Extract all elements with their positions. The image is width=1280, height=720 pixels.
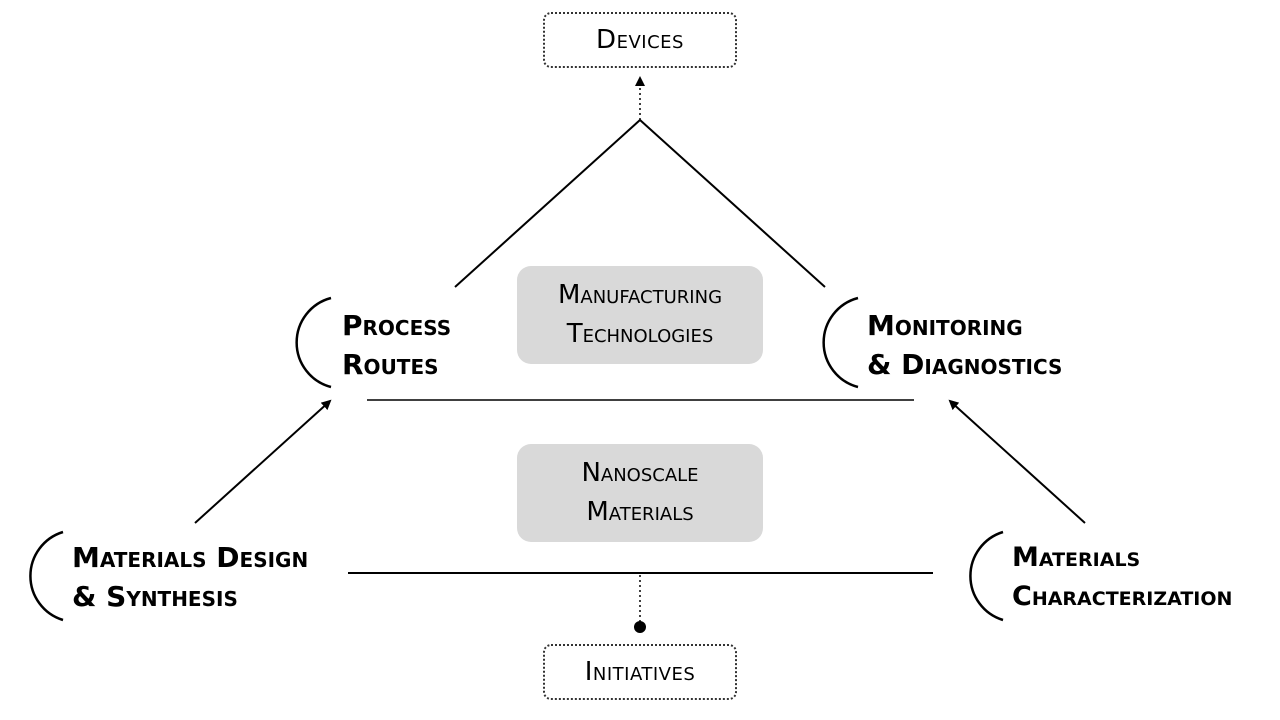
materials-characterization-line1: Materials [1012,542,1141,573]
process-routes-label: Process Routes [342,306,451,384]
process-routes-line1: Process [342,309,452,342]
monitoring-bracket [822,296,859,389]
monitoring-line2: & Diagnostics [867,348,1063,381]
process-routes-bracket [295,296,332,389]
initiatives-dot [634,621,646,633]
nanoscale-line2: Materials [586,497,694,527]
process-routes-line2: Routes [342,348,439,381]
materials-characterization-line2: Characterization [1012,581,1233,612]
manufacturing-line2: Technologies [566,319,714,349]
nanoscale-materials-box: Nanoscale Materials [517,444,763,542]
materials-design-line2: & Synthesis [72,580,238,613]
manufacturing-line1: Manufacturing [557,280,723,310]
materials-design-label: Materials Design & Synthesis [72,538,308,616]
apex-left-line [454,119,641,288]
right-rising-arrow [948,399,1086,524]
monitoring-diagnostics-label: Monitoring & Diagnostics [867,306,1062,384]
left-rising-arrow [194,399,332,524]
initiatives-box: Initiatives [543,644,737,700]
materials-characterization-bracket [969,530,1004,622]
monitoring-line1: Monitoring [867,309,1023,342]
materials-design-line1: Materials Design [72,541,309,574]
apex-right-line [639,119,826,288]
nanoscale-line1: Nanoscale [581,458,699,488]
materials-design-bracket [29,530,64,622]
manufacturing-technologies-box: Manufacturing Technologies [517,266,763,364]
initiatives-label: Initiatives [584,657,696,687]
devices-box: Devices [543,12,737,68]
devices-label: Devices [596,25,684,55]
materials-characterization-label: Materials Characterization [1012,538,1232,616]
